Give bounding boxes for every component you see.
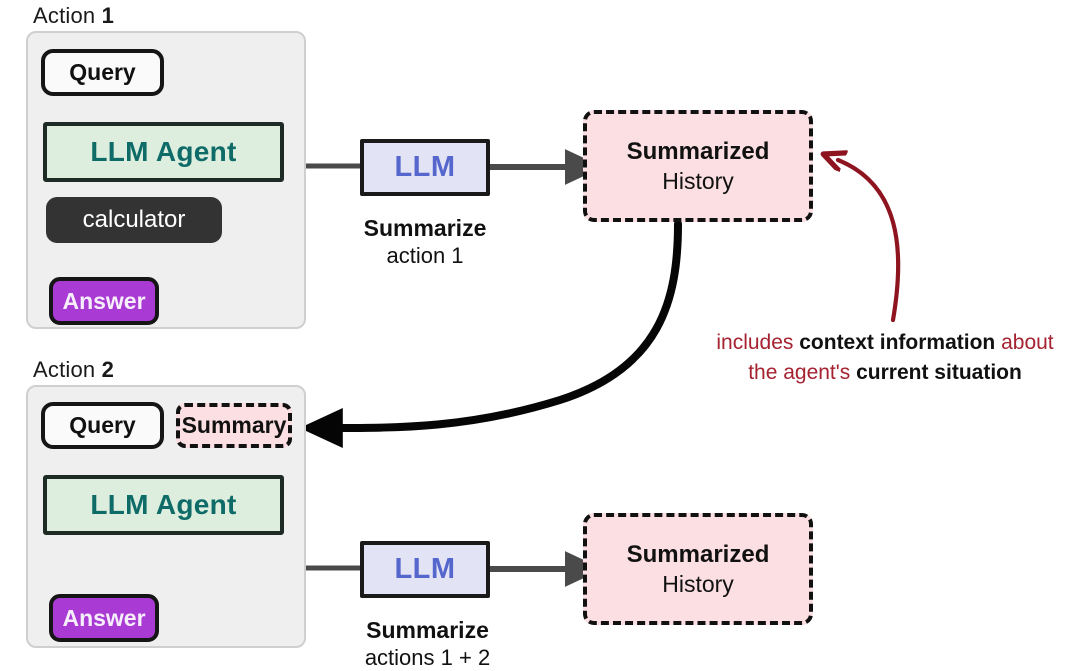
llm-box-1[interactable]: LLM [360,139,490,196]
llm-box-2[interactable]: LLM [360,541,490,598]
llm-caption-2: Summarize actions 1 + 2 [330,617,525,671]
summarized-history-box-2[interactable]: Summarized History [583,513,813,625]
action-2-label-number: 2 [101,357,115,382]
annotation-line-1-part-b: context information [799,331,996,354]
annotation-line-1-part-c: about [995,331,1054,354]
annotation-line-2-part-b: current situation [856,361,1022,385]
llm-agent-box-1[interactable]: LLM Agent [43,122,284,182]
annotation-line-1: includes context information about [700,328,1070,358]
llm-caption-1: Summarize action 1 [330,215,520,269]
summary-box-2[interactable]: Summary [176,403,292,448]
action-1-label-number: 1 [101,3,115,28]
answer-box-2[interactable]: Answer [49,594,159,642]
summarized-history-1-line2: History [662,167,734,194]
summarized-history-1-line1: Summarized [626,138,770,166]
llm-caption-2-line2: actions 1 + 2 [364,644,491,670]
summarized-history-2-line1: Summarized [626,541,770,569]
action-1-label: Action 1 [33,3,114,29]
action-1-label-prefix: Action [33,3,102,28]
answer-box-1[interactable]: Answer [49,277,159,325]
query-box-1[interactable]: Query [41,49,164,96]
summarized-history-box-1[interactable]: Summarized History [583,110,813,222]
annotation-text: includes context information about the a… [700,328,1070,389]
llm-agent-box-2[interactable]: LLM Agent [43,475,284,535]
action-2-label: Action 2 [33,357,114,383]
llm-caption-2-line1: Summarize [366,617,489,643]
annotation-line-2: the agent's current situation [700,358,1070,388]
query-box-2[interactable]: Query [41,402,164,449]
annotation-line-1-part-a: includes [716,331,800,354]
calculator-box-1[interactable]: calculator [46,197,222,243]
annotation-line-2-part-a: the agent's [748,361,857,385]
action-2-label-prefix: Action [33,357,102,382]
llm-caption-1-line2: action 1 [386,242,464,268]
summarized-history-2-line2: History [662,570,734,597]
llm-caption-1-line1: Summarize [363,215,487,241]
